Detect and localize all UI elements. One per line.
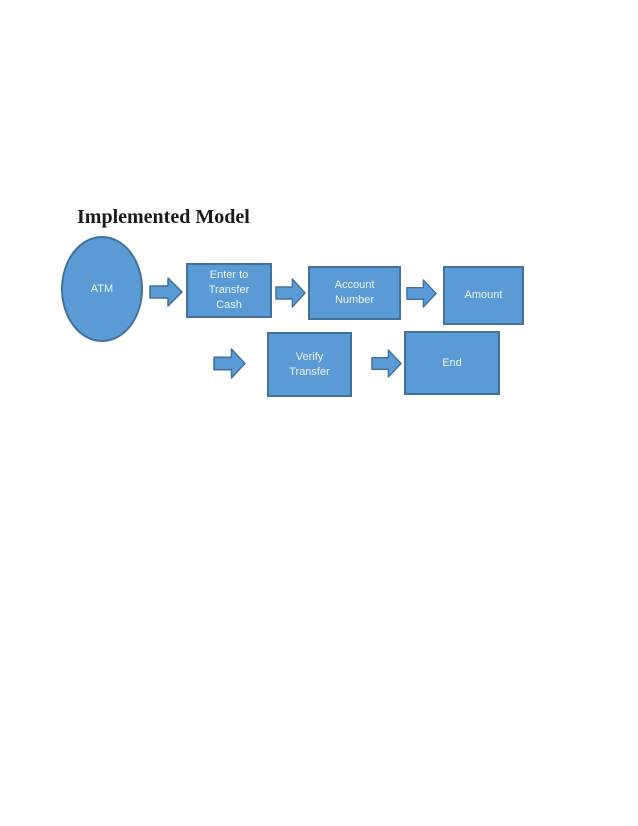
flow-node-enter-to-transfer-cash-label: Enter to Transfer Cash: [208, 269, 250, 311]
right-arrow-icon: [149, 277, 183, 307]
right-arrow-icon: [213, 348, 246, 379]
flow-node-amount: Amount: [443, 266, 524, 325]
flow-node-enter-to-transfer-cash: Enter to Transfer Cash: [186, 263, 272, 318]
right-arrow-icon: [275, 278, 306, 308]
flow-node-account-number: Account Number: [308, 266, 401, 320]
page-title: Implemented Model: [77, 206, 250, 228]
flow-node-account-number-label: Account Number: [334, 279, 375, 306]
flow-node-verify-transfer: Verify Transfer: [267, 332, 352, 397]
right-arrow-icon: [371, 349, 402, 378]
flow-node-atm-label: ATM: [90, 282, 114, 295]
right-arrow-icon: [406, 279, 437, 308]
flow-node-amount-label: Amount: [464, 289, 503, 302]
flow-node-verify-transfer-label: Verify Transfer: [289, 350, 330, 378]
flow-node-end: End: [404, 331, 500, 395]
flow-node-atm: ATM: [61, 236, 143, 342]
flow-node-end-label: End: [442, 356, 462, 369]
